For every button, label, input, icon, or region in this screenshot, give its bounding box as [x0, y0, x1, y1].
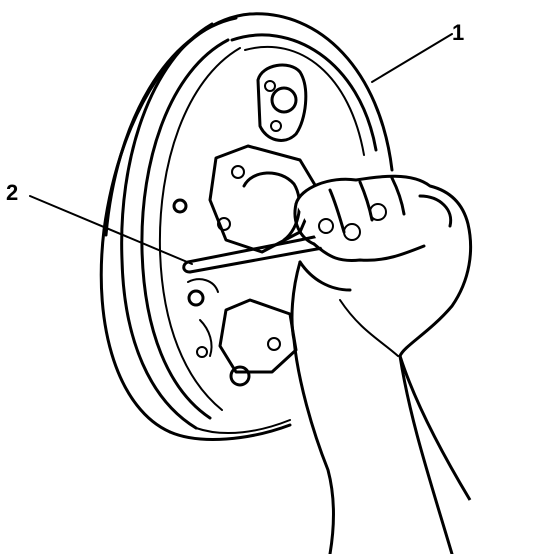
leader-line-1 [371, 33, 453, 83]
callout-label-1: 1 [452, 20, 465, 45]
callout-label-2: 2 [6, 180, 19, 205]
leader-line-2 [29, 195, 193, 265]
hand [290, 174, 473, 554]
leader-lines [29, 33, 453, 265]
backing-plate [172, 63, 320, 387]
